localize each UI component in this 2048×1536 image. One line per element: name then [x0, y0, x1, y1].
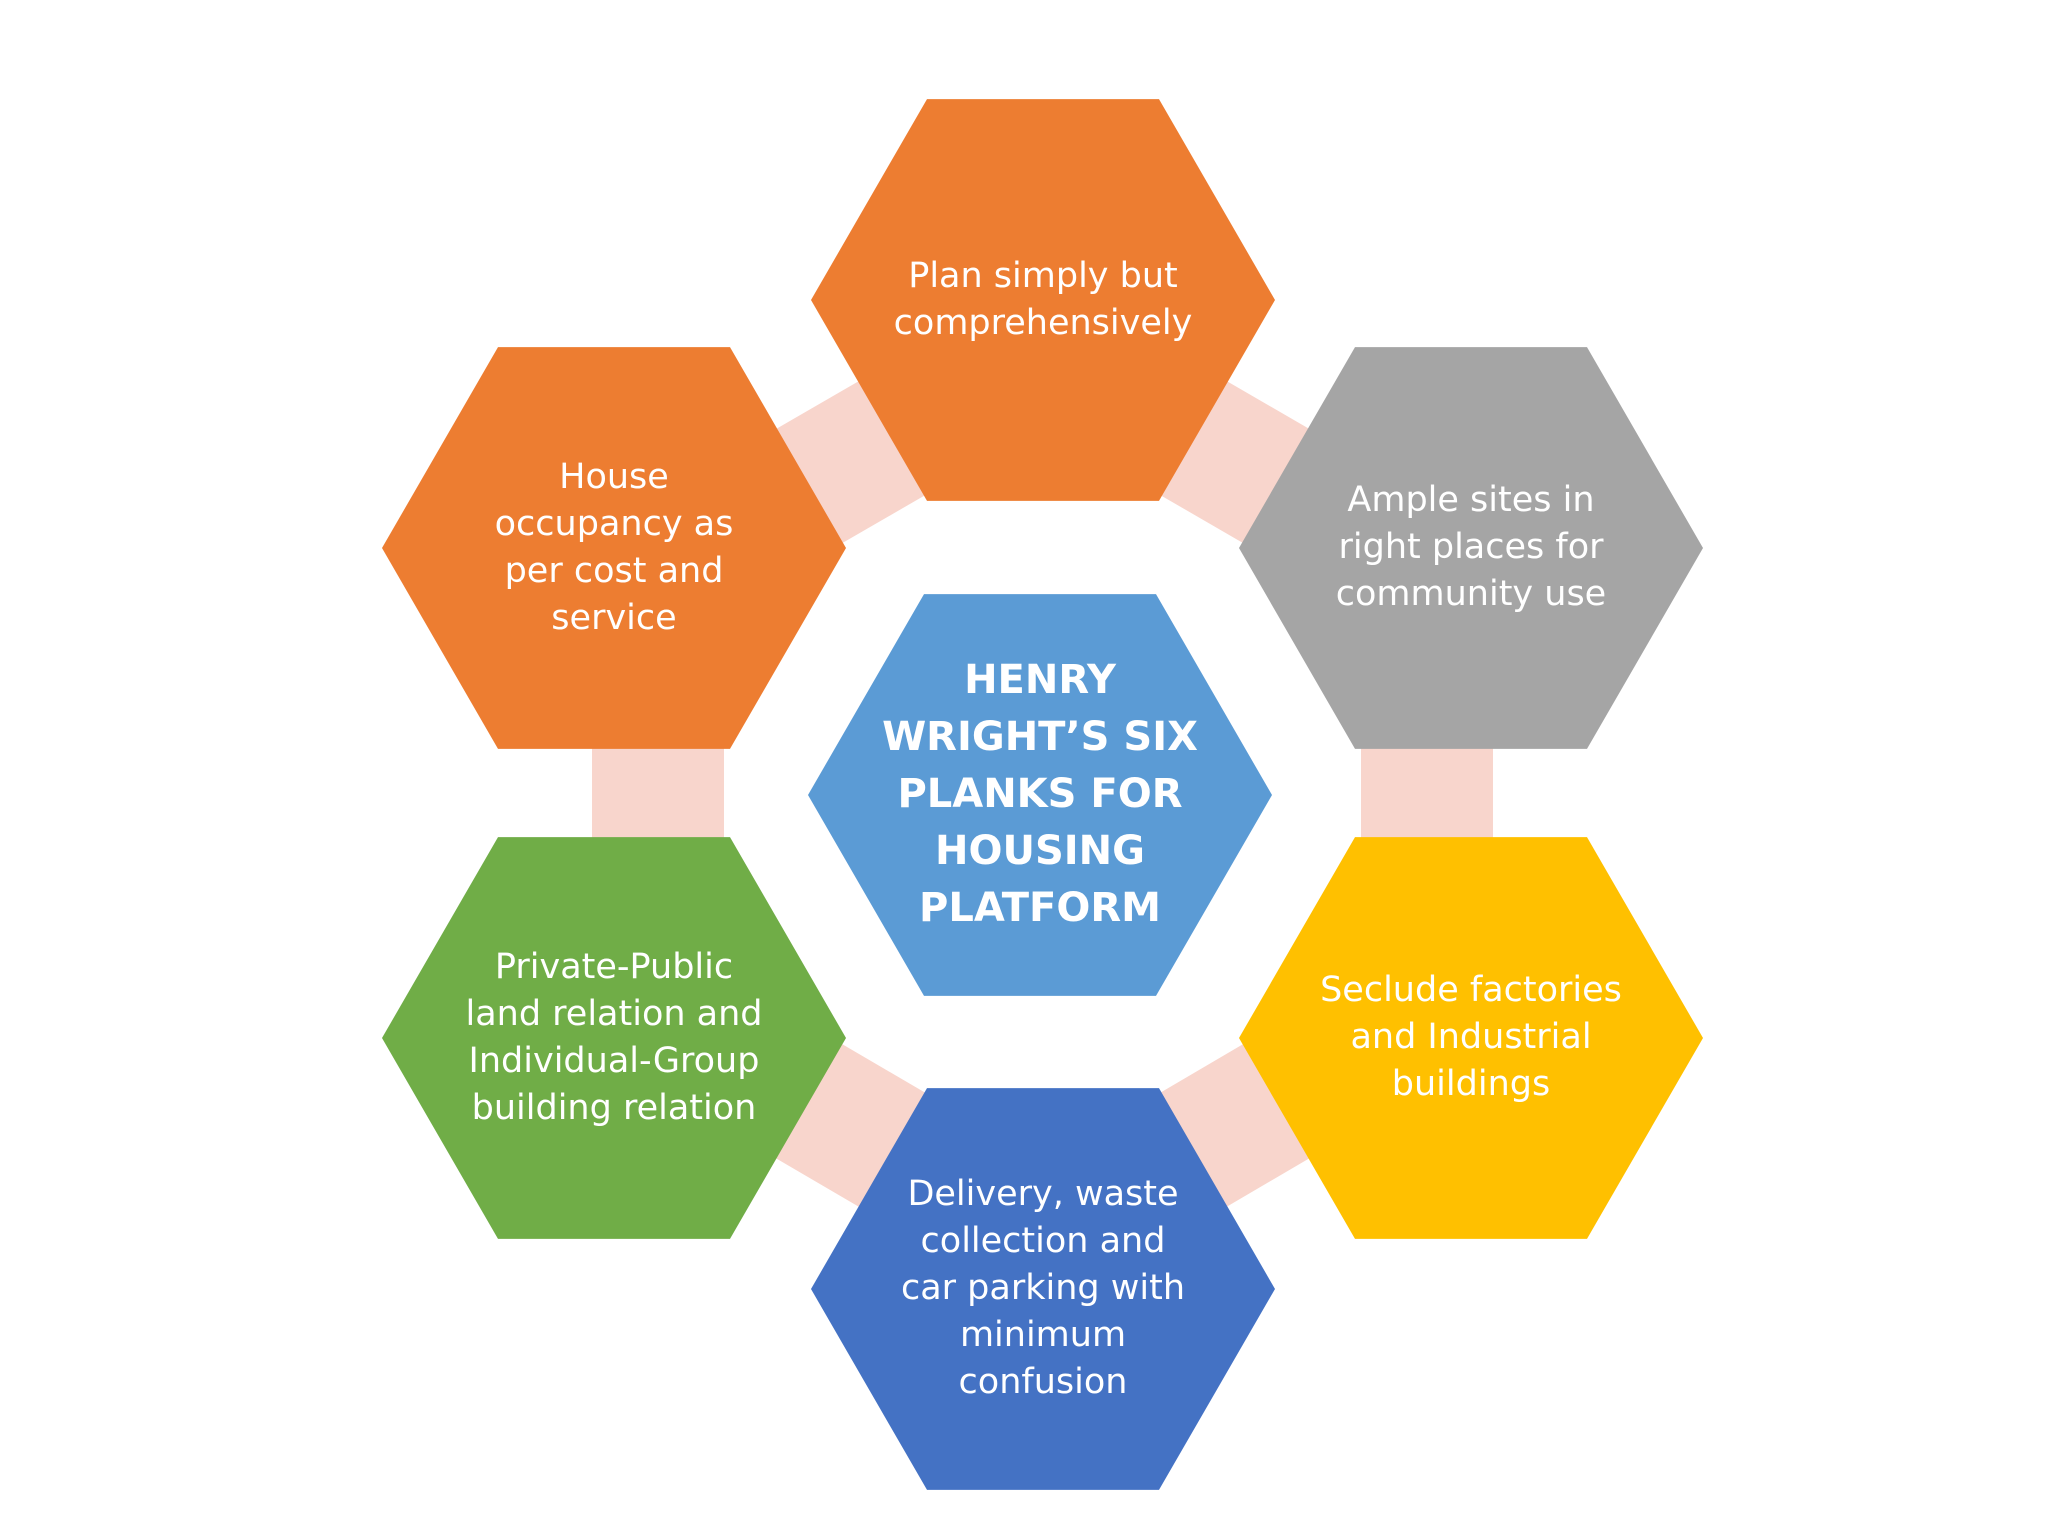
- plank-house-occupancy-label: House occupancy as per cost and service: [494, 456, 734, 638]
- plank-seclude-factories-label: Seclude factories and Industrial buildin…: [1320, 970, 1622, 1105]
- center-title: HENRY WRIGHT’S SIX PLANKS FOR HOUSING PL…: [882, 657, 1198, 932]
- plank-plan-simply-label: Plan simply but comprehensively: [893, 255, 1193, 343]
- hexagon-center: [808, 594, 1272, 996]
- hexagon-house-occupancy: [382, 347, 846, 749]
- plank-private-public-label: Private-Public land relation and Individ…: [465, 946, 763, 1128]
- plank-ample-sites-label: Ample sites in right places for communit…: [1335, 480, 1607, 615]
- hexagon-seclude-factories: [1239, 837, 1703, 1239]
- hexagon-private-public: [382, 837, 846, 1239]
- plank-delivery-waste-label: Delivery, waste collection and car parki…: [900, 1174, 1186, 1403]
- hexagon-plan-simply: [811, 99, 1275, 501]
- hexagon-delivery-waste: [811, 1088, 1275, 1490]
- hexagon-layer: [382, 99, 1703, 1490]
- hexagon-ample-sites: [1239, 347, 1703, 749]
